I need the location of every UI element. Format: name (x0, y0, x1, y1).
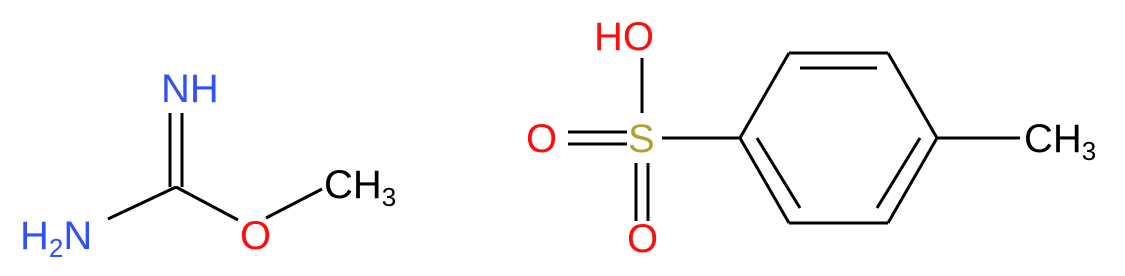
ring-inner-bond-right (875, 137, 922, 209)
ring-bond-4 (886, 137, 939, 224)
bond-c-nh2 (107, 185, 177, 221)
sulfonyl-oxygen-left-label: O (526, 117, 557, 161)
molecule-p-toluenesulfonic-acid: HO S O O CH3 (526, 15, 1096, 261)
hydroxyl-ho-label: HO (594, 15, 654, 59)
methyl-ch3-label-1: CH3 (324, 163, 396, 212)
ring-bond-3 (886, 52, 939, 139)
methyl-ch3-label-2: CH3 (1024, 117, 1096, 166)
sulfur-label: S (628, 117, 655, 161)
amine-h2n-label: H2N (20, 214, 92, 263)
ring-inner-bond-left (755, 137, 802, 209)
bond-c-o (175, 185, 239, 222)
molecule-methyl-carbamimidate: NH H2N O CH3 (20, 67, 396, 263)
bond-o-ch3 (265, 187, 323, 220)
ether-oxygen-label: O (240, 214, 271, 258)
ring-bond-1 (738, 52, 791, 139)
ring-bond-6 (738, 137, 791, 224)
imine-nh-label: NH (161, 67, 219, 111)
sulfonyl-oxygen-bottom-label: O (627, 217, 658, 261)
